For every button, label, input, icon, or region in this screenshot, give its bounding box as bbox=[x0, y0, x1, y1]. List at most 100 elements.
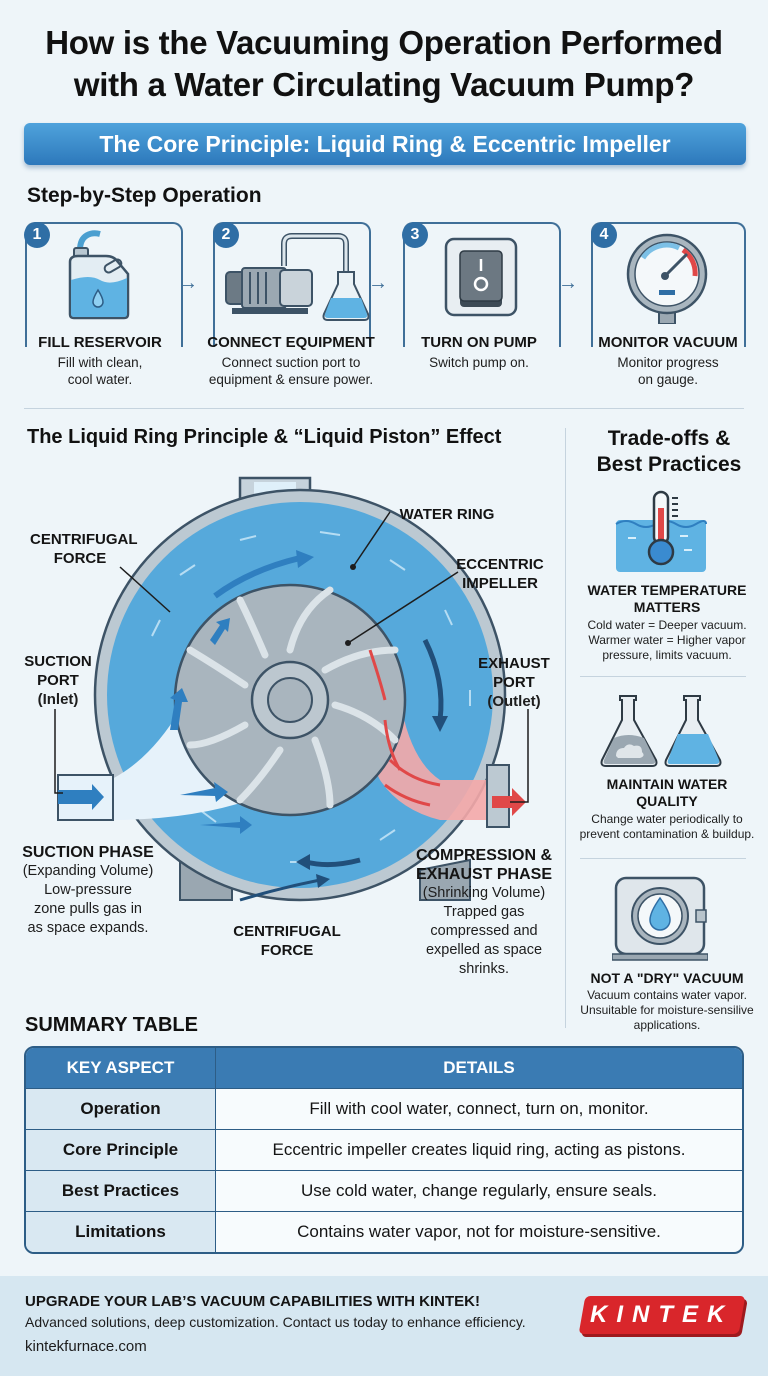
table-row: Core Principle Eccentric impeller create… bbox=[26, 1129, 742, 1170]
summary-heading: SUMMARY TABLE bbox=[25, 1014, 198, 1036]
kintek-logo[interactable]: KINTEK bbox=[578, 1296, 746, 1334]
label-line: CENTRIFUGAL bbox=[30, 531, 138, 548]
phase-desc: as space expands. bbox=[27, 920, 149, 936]
step-title: TURN ON PUMP bbox=[421, 334, 537, 351]
step-desc-line: Monitor progress bbox=[617, 355, 719, 370]
step-title: CONNECT EQUIPMENT bbox=[207, 334, 375, 351]
label-line: IMPELLER bbox=[462, 575, 538, 592]
title-line-1: How is the Vacuuming Operation Performed bbox=[45, 24, 723, 61]
core-principle-banner: The Core Principle: Liquid Ring & Eccent… bbox=[24, 123, 746, 165]
label-line: PORT bbox=[493, 674, 535, 691]
logo-text: KINTEK bbox=[590, 1301, 734, 1328]
label-line: ECCENTRIC bbox=[456, 556, 544, 573]
desc-line: prevent contamination & buildup. bbox=[579, 827, 755, 841]
suction-phase-label: SUCTION PHASE (Expanding Volume) Low-pre… bbox=[14, 843, 162, 938]
step-number-badge: 4 bbox=[591, 222, 617, 248]
pump-flask-icon bbox=[225, 233, 370, 321]
desc-line: Vacuum contains water vapor. bbox=[587, 988, 747, 1002]
heading-line: Best Practices bbox=[596, 453, 742, 476]
phase-subtitle: (Expanding Volume) bbox=[22, 863, 154, 879]
title-line: QUALITY bbox=[636, 793, 698, 809]
step-desc: Fill with clean, cool water. bbox=[5, 354, 195, 388]
step-title: FILL RESERVOIR bbox=[38, 334, 162, 351]
row-value: Eccentric impeller creates liquid ring, … bbox=[272, 1140, 686, 1159]
label-line: PORT bbox=[37, 672, 79, 689]
footer-headline: UPGRADE YOUR LAB’S VACUUM CAPABILITIES W… bbox=[25, 1293, 481, 1310]
row-key: Best Practices bbox=[26, 1171, 216, 1211]
desc-line: Change water periodically to bbox=[591, 812, 743, 826]
column-header: DETAILS bbox=[443, 1058, 515, 1077]
desc-line: Unsuitable for moisture-sensilive bbox=[580, 1003, 754, 1017]
arrow-right-icon: → bbox=[558, 272, 578, 294]
label-line: FORCE bbox=[53, 550, 107, 567]
eccentric-impeller-label: ECCENTRIC IMPELLER bbox=[450, 555, 550, 593]
step-desc: Connect suction port to equipment & ensu… bbox=[196, 354, 386, 388]
arrow-right-icon: → bbox=[368, 272, 388, 294]
step-card-1 bbox=[25, 222, 183, 347]
tradeoffs-heading: Trade-offs & Best Practices bbox=[570, 426, 768, 478]
step-desc-line: Fill with clean, bbox=[57, 355, 143, 370]
label-line: FORCE bbox=[260, 942, 314, 959]
step-desc-line: Connect suction port to bbox=[221, 355, 361, 370]
tradeoff-title: WATER TEMPERATURE MATTERS bbox=[568, 582, 766, 616]
arrow-right-icon: → bbox=[178, 272, 198, 294]
centrifugal-force-bottom-label: CENTRIFUGAL FORCE bbox=[222, 922, 352, 960]
step-desc: Monitor progress on gauge. bbox=[573, 354, 763, 388]
tradeoff-desc: Cold water = Deeper vacuum. Warmer water… bbox=[567, 618, 767, 663]
title-line: MAINTAIN WATER bbox=[606, 776, 728, 792]
phase-desc: Low-pressure bbox=[44, 882, 132, 898]
column-header: KEY ASPECT bbox=[26, 1048, 216, 1088]
footer-tagline: Advanced solutions, deep customization. … bbox=[25, 1314, 526, 1330]
table-row: Operation Fill with cool water, connect,… bbox=[26, 1088, 742, 1129]
label-line: SUCTION bbox=[24, 653, 92, 670]
title-line-2: with a Water Circulating Vacuum Pump? bbox=[73, 66, 695, 103]
phase-subtitle: (Shrinking Volume) bbox=[422, 885, 546, 901]
tradeoff-divider bbox=[580, 858, 746, 859]
compression-phase-label: COMPRESSION & EXHAUST PHASE (Shrinking V… bbox=[412, 846, 556, 979]
phase-desc: expelled as space bbox=[425, 942, 543, 958]
power-switch-icon bbox=[444, 237, 518, 317]
title-line: MATTERS bbox=[633, 599, 701, 615]
water-jug-icon bbox=[68, 230, 130, 320]
row-key: Operation bbox=[26, 1089, 216, 1129]
desc-line: applications. bbox=[633, 1018, 701, 1032]
step-desc-line: Switch pump on. bbox=[429, 355, 529, 370]
centrifugal-force-label: CENTRIFUGAL FORCE bbox=[30, 530, 138, 568]
table-header-row: KEY ASPECT DETAILS bbox=[26, 1048, 742, 1088]
tradeoff-divider bbox=[580, 676, 746, 677]
row-key: Core Principle bbox=[26, 1130, 216, 1170]
row-value: Use cold water, change regularly, ensure… bbox=[301, 1181, 657, 1200]
step-title: MONITOR VACUUM bbox=[598, 334, 738, 351]
heading-line: Trade-offs & bbox=[607, 427, 731, 450]
tradeoff-desc: Change water periodically to prevent con… bbox=[567, 812, 767, 842]
row-value: Fill with cool water, connect, turn on, … bbox=[309, 1099, 649, 1118]
step-card-4 bbox=[591, 222, 746, 347]
page-title: How is the Vacuuming Operation Performed… bbox=[0, 22, 768, 106]
pressure-gauge-icon bbox=[626, 233, 708, 324]
phase-desc: compressed and bbox=[430, 923, 538, 939]
step-desc: Switch pump on. bbox=[384, 354, 574, 371]
step-desc-line: cool water. bbox=[67, 372, 133, 387]
step-number-badge: 2 bbox=[213, 222, 239, 248]
step-number-badge: 3 bbox=[402, 222, 428, 248]
exhaust-port-label: EXHAUST PORT (Outlet) bbox=[472, 654, 556, 711]
summary-table: KEY ASPECT DETAILS Operation Fill with c… bbox=[24, 1046, 744, 1254]
phase-desc: zone pulls gas in bbox=[33, 901, 142, 917]
step-number-badge: 1 bbox=[24, 222, 50, 248]
title-line: WATER TEMPERATURE bbox=[587, 582, 747, 598]
thermometer-water-icon bbox=[615, 490, 707, 572]
desc-line: Warmer water = Higher vapor bbox=[588, 633, 746, 647]
suction-port-label: SUCTION PORT (Inlet) bbox=[18, 652, 98, 709]
steps-heading: Step-by-Step Operation bbox=[27, 184, 262, 207]
footer-website-link[interactable]: kintekfurnace.com bbox=[25, 1338, 147, 1355]
step-desc-line: on gauge. bbox=[637, 372, 699, 387]
row-key: Limitations bbox=[26, 1212, 216, 1252]
liquid-ring-pump-diagram bbox=[54, 476, 529, 902]
step-card-2 bbox=[213, 222, 371, 347]
label-line: EXHAUST bbox=[478, 655, 550, 672]
column-divider bbox=[565, 428, 566, 1028]
tradeoff-desc: Vacuum contains water vapor. Unsuitable … bbox=[567, 988, 767, 1033]
water-drop-gauge-icon bbox=[612, 876, 708, 961]
tradeoff-title: NOT A "DRY" VACUUM bbox=[590, 970, 744, 986]
label-line: (Inlet) bbox=[37, 691, 79, 708]
